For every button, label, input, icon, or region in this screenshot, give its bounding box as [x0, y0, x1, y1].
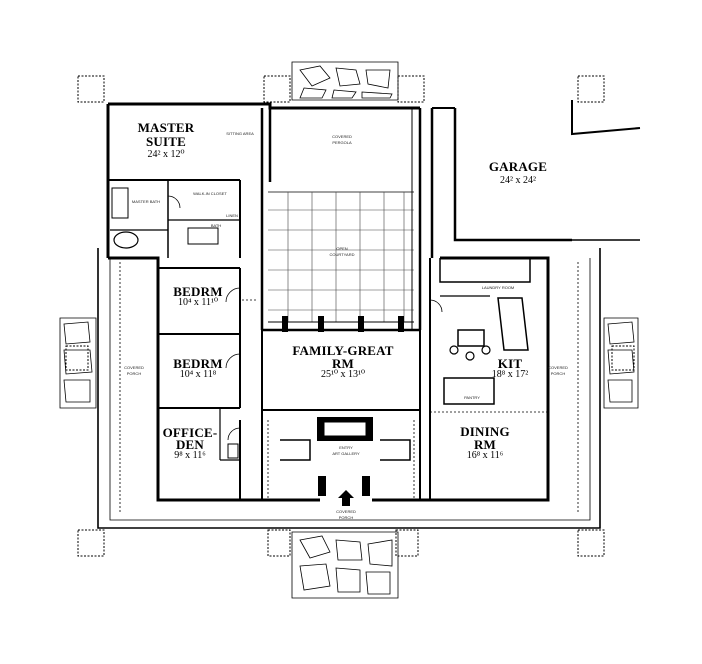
porch-right-label-2: PORCH	[550, 371, 566, 376]
family-great-name: FAMILY-GREAT	[292, 343, 394, 358]
bedrm1-name: BEDRM	[173, 284, 223, 299]
master-suite-name-2: SUITE	[145, 134, 187, 149]
pergola-label-1: COVERED	[332, 134, 352, 139]
linen-label: LINEN	[226, 213, 238, 218]
family-great-dims: 25¹⁰ x 13¹⁰	[320, 369, 365, 380]
walk-in-closet-label: WALK-IN CLOSET	[193, 191, 227, 196]
laundry-label: LAUNDRY ROOM	[481, 285, 515, 290]
garage-dims: 24² x 24²	[500, 175, 536, 186]
master-suite-name: MASTER	[137, 120, 195, 135]
sitting-area-label: SITTING AREA	[226, 131, 254, 136]
dining-name-2: RM	[473, 437, 497, 452]
master-bath-label: MASTER BATH	[131, 199, 161, 204]
courtyard-label-2: COURTYARD	[329, 252, 355, 257]
pantry-label: PANTRY	[464, 395, 480, 400]
entry-label-2: ART GALLERY	[332, 451, 360, 456]
dining-name: DINING	[460, 424, 510, 439]
garage-name: GARAGE	[488, 159, 548, 174]
office-den-name: OFFICE-	[162, 425, 218, 440]
family-great-name-2: RM	[331, 356, 355, 371]
office-den-dims: 9⁸ x 11⁶	[174, 450, 206, 461]
master-suite-dims: 24² x 12⁰	[147, 149, 185, 160]
porch-front-label-2: PORCH	[338, 515, 354, 520]
porch-right-label-1: COVERED	[548, 365, 568, 370]
kit-name: KIT	[497, 356, 523, 371]
courtyard-label-1: OPEN	[336, 246, 348, 251]
bedrm1-dims: 10⁴ x 11¹⁰	[177, 297, 219, 308]
kit-dims: 18⁸ x 17²	[491, 369, 529, 380]
dining-dims: 16⁸ x 11⁶	[466, 450, 504, 461]
bedrm2-name: BEDRM	[173, 356, 223, 371]
porch-front-label-1: COVERED	[336, 509, 356, 514]
bath-label: BATH	[210, 223, 222, 228]
porch-left-label-1: COVERED	[124, 365, 144, 370]
pergola-label-2: PERGOLA	[332, 140, 352, 145]
entry-label-1: ENTRY	[339, 445, 353, 450]
bedrm2-dims: 10⁴ x 11⁸	[179, 369, 217, 380]
porch-left-label-2: PORCH	[126, 371, 142, 376]
office-den-name-2: DEN	[175, 437, 205, 452]
